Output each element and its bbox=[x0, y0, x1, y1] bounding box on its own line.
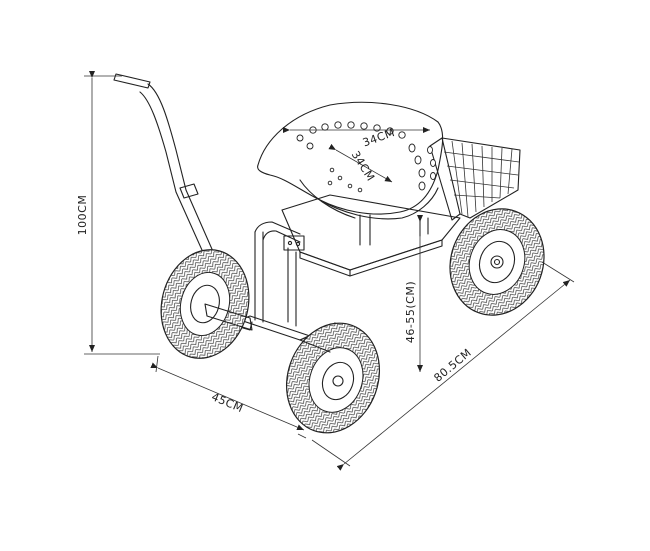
seat-height-label: 46-55(CM) bbox=[404, 281, 417, 343]
dimension-seat-size: 34CM 34CM bbox=[283, 126, 430, 184]
front-left-wheel bbox=[160, 249, 253, 359]
overall-length-label: 80.5CM bbox=[431, 346, 474, 385]
dimension-wheel-base-width: 45CM bbox=[150, 355, 307, 439]
rear-right-wheel bbox=[449, 208, 545, 316]
height-total-label: 100CM bbox=[76, 195, 89, 236]
front-right-wheel bbox=[285, 322, 381, 434]
wire-basket bbox=[429, 137, 521, 221]
dimension-height-total: 100CM bbox=[76, 71, 160, 355]
seat-depth-label: 34CM bbox=[349, 149, 378, 184]
wheel-base-width-label: 45CM bbox=[210, 390, 246, 415]
tractor-seat bbox=[257, 101, 444, 220]
dimension-seat-height: 46-55(CM) bbox=[404, 215, 423, 372]
